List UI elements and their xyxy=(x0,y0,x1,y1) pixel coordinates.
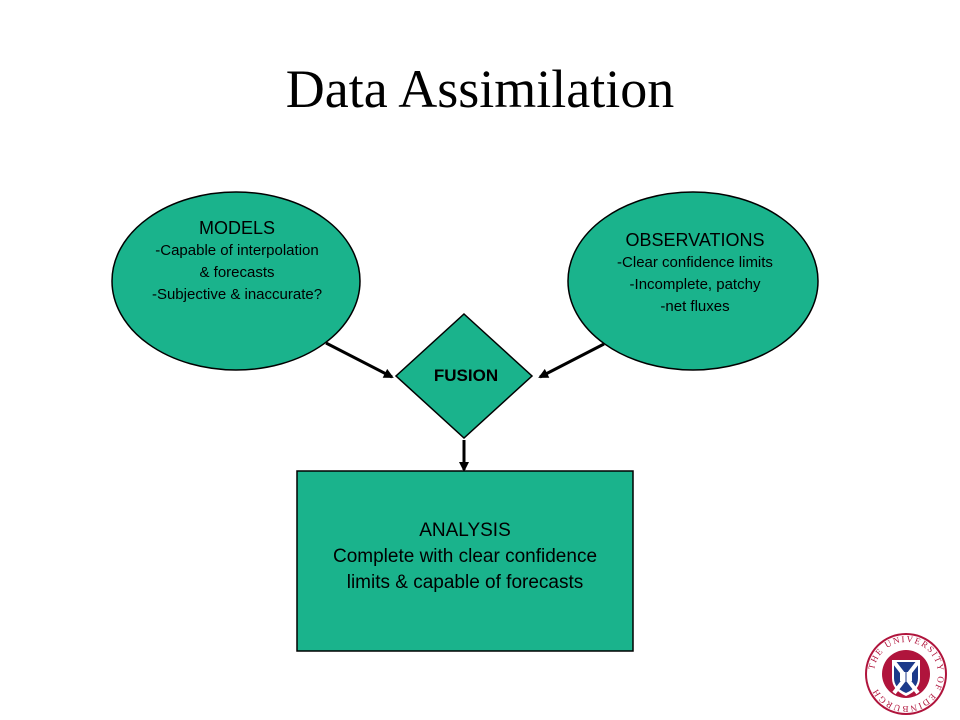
observations-text: OBSERVATIONS -Clear confidence limits -I… xyxy=(570,228,820,318)
models-ellipse xyxy=(111,191,361,371)
observations-ellipse xyxy=(567,191,819,371)
observations-heading: OBSERVATIONS xyxy=(625,230,765,250)
analysis-box xyxy=(296,470,634,652)
models-line: & forecasts xyxy=(199,264,275,281)
observations-line: -Incomplete, patchy xyxy=(629,276,761,293)
observations-line: -net fluxes xyxy=(660,298,730,315)
analysis-line: Complete with clear confidence xyxy=(332,546,598,567)
models-text: MODELS -Capable of interpolation & forec… xyxy=(112,216,362,306)
arrow-observations-to-fusion xyxy=(538,342,605,379)
models-line: -Capable of interpolation xyxy=(155,242,319,259)
observations-line: -Clear confidence limits xyxy=(617,254,773,271)
arrow-models-to-fusion xyxy=(325,341,394,379)
analysis-text: ANALYSIS Complete with clear confidence … xyxy=(297,518,633,596)
analysis-heading: ANALYSIS xyxy=(419,520,511,541)
analysis-line: limits & capable of forecasts xyxy=(346,572,584,593)
models-line: -Subjective & inaccurate? xyxy=(151,286,323,303)
models-heading: MODELS xyxy=(198,218,276,238)
fusion-diamond xyxy=(394,312,534,440)
fusion-label: FUSION xyxy=(433,366,499,385)
university-crest-logo: THE UNIVERSITY OF EDINBURGH xyxy=(865,633,947,715)
slide-title: Data Assimilation xyxy=(285,59,675,119)
